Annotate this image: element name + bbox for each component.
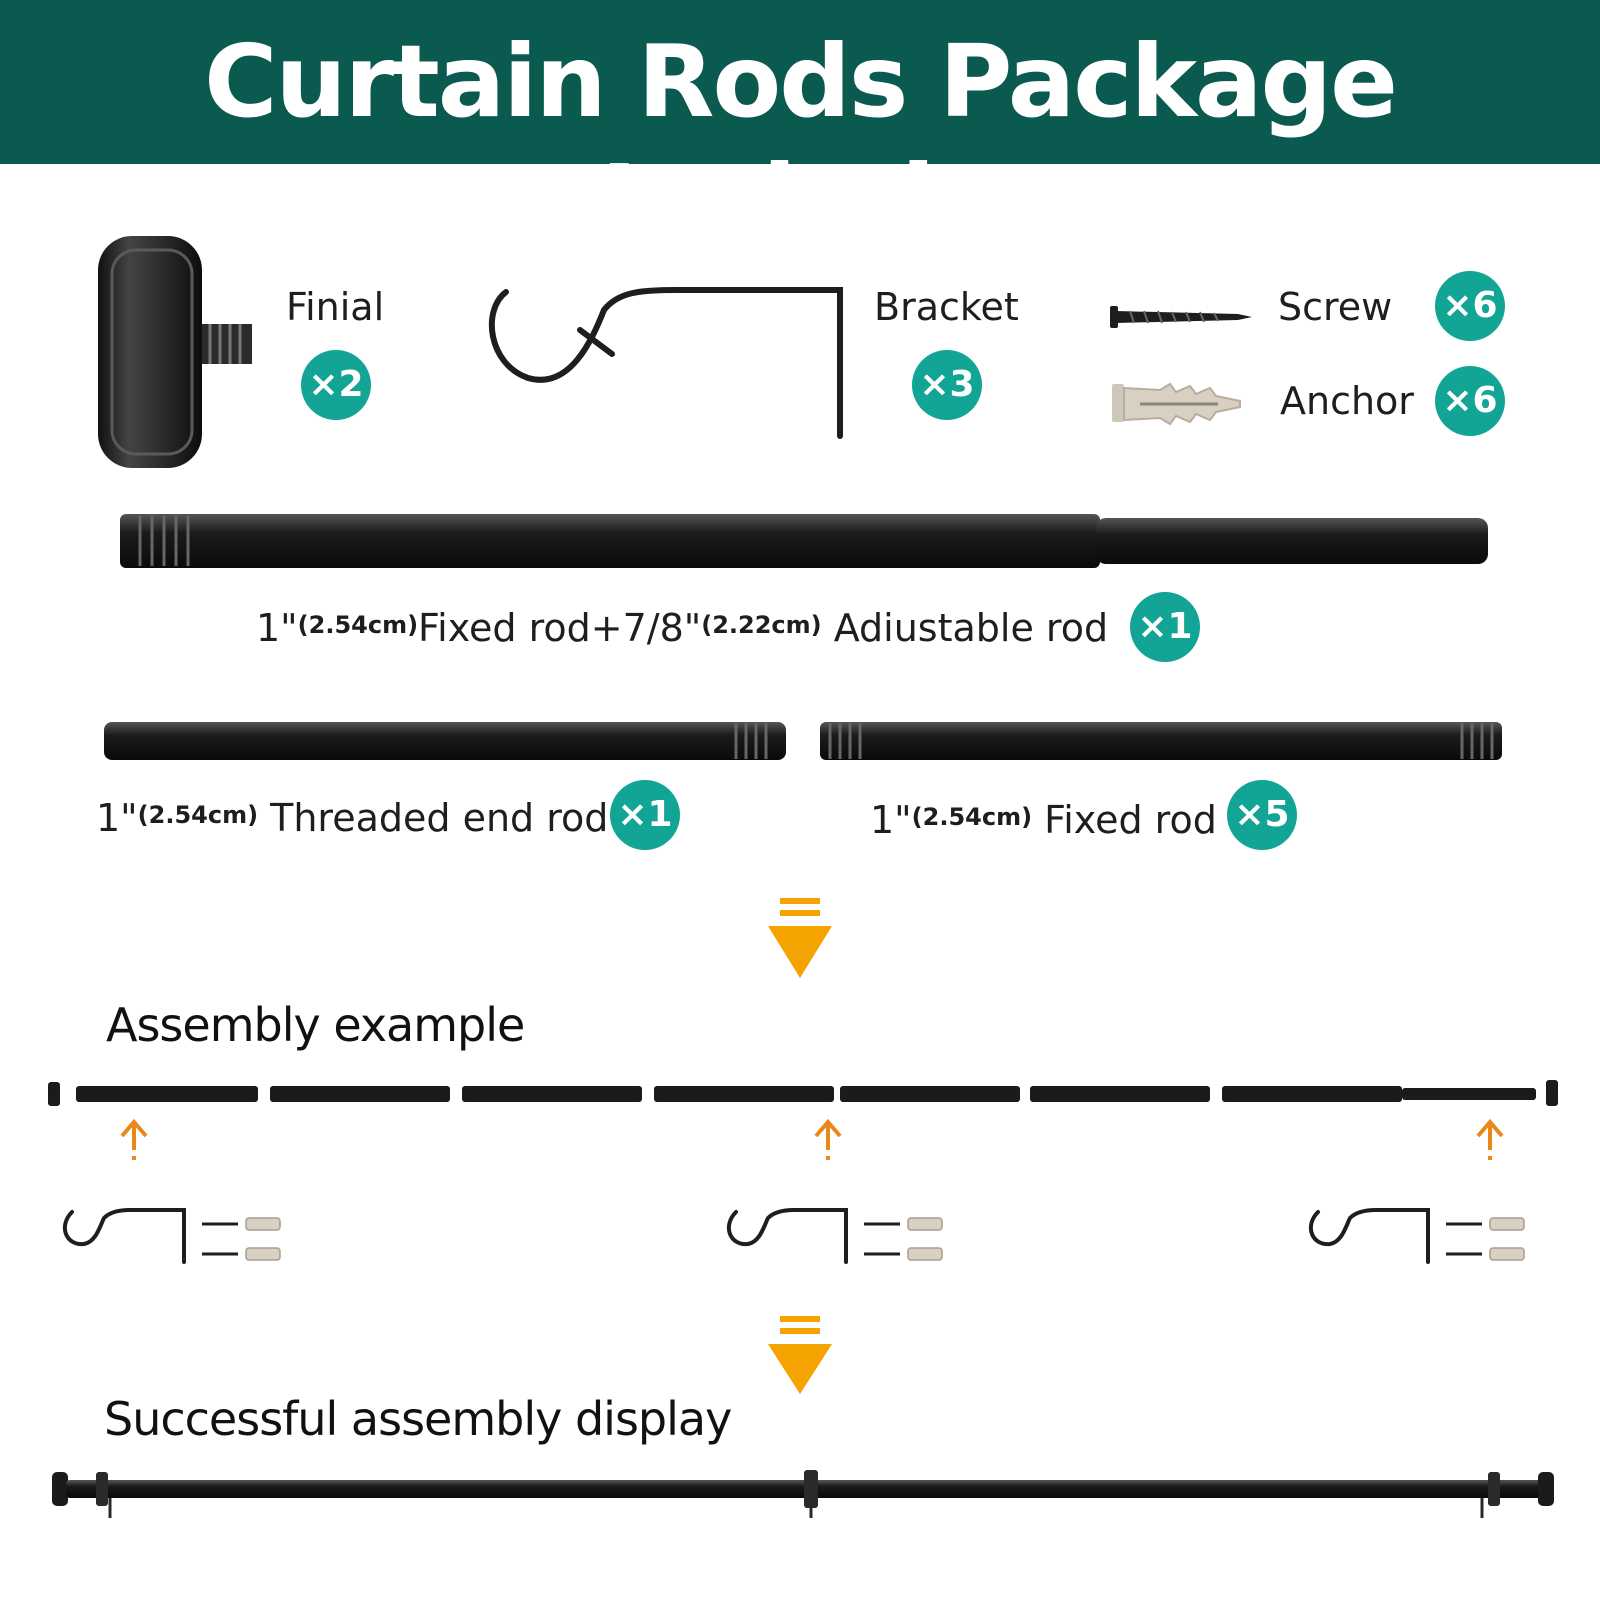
- size-text: 1": [96, 796, 138, 840]
- size-cm-text: (2.54cm): [297, 611, 419, 639]
- down-arrow-icon: [768, 1316, 832, 1394]
- down-arrow-icon: [768, 898, 832, 978]
- fixed-rod-qty-badge: ×5: [1227, 780, 1297, 850]
- assembly-example-title: Assembly example: [106, 998, 525, 1052]
- screw-qty-badge: ×6: [1435, 271, 1505, 341]
- bracket-label: Bracket: [874, 285, 1019, 329]
- bracket-set-icon: [62, 1208, 1430, 1264]
- adjustable-rod-label: 1"(2.54cm)Fixed rod+7/8"(2.22cm) Adiusta…: [256, 602, 1108, 651]
- size-cm-text: (2.54cm): [137, 801, 259, 829]
- screw-icon: [1110, 306, 1252, 328]
- anchor-qty-badge: ×6: [1435, 366, 1505, 436]
- finial-qty-badge: ×2: [301, 350, 371, 420]
- size-cm-text: (2.54cm): [911, 803, 1033, 831]
- assembled-rod-icon: [52, 1470, 1554, 1518]
- rod-text: Threaded end rod: [258, 796, 609, 840]
- rod-text: Adiustable rod: [821, 606, 1109, 650]
- header-banner: Curtain Rods Package Include: [0, 0, 1600, 260]
- bracket-icon: [488, 287, 843, 439]
- fixed-rod-label: 1"(2.54cm) Fixed rod: [870, 794, 1217, 843]
- anchor-label: Anchor: [1280, 379, 1414, 423]
- successful-assembly-title: Successful assembly display: [104, 1392, 732, 1446]
- adjustable-rod-qty-badge: ×1: [1130, 592, 1200, 662]
- rod-text: Fixed rod+7/8": [418, 606, 702, 650]
- rod-text: Fixed rod: [1032, 798, 1217, 842]
- threaded-end-rod-qty-badge: ×1: [610, 780, 680, 850]
- bracket-qty-badge: ×3: [912, 350, 982, 420]
- fixed-rod-icon: [820, 722, 1502, 760]
- screw-label: Screw: [1278, 285, 1393, 329]
- adjustable-rod-icon: [120, 514, 1488, 568]
- page-title: Curtain Rods Package Include: [204, 23, 1398, 260]
- assembly-example-rods: [48, 1080, 1558, 1106]
- finial-label: Finial: [286, 285, 385, 329]
- up-arrow-icon: [120, 1118, 1504, 1164]
- anchor-icon: [1112, 382, 1241, 426]
- size-cm-text: (2.22cm): [701, 611, 822, 639]
- screw-anchor-set-icon: [202, 1217, 1525, 1261]
- threaded-end-rod-icon: [104, 722, 786, 760]
- threaded-end-rod-label: 1"(2.54cm) Threaded end rod: [96, 792, 608, 841]
- size-text: 1": [256, 606, 298, 650]
- size-text: 1": [870, 798, 912, 842]
- finial-icon: [98, 236, 252, 468]
